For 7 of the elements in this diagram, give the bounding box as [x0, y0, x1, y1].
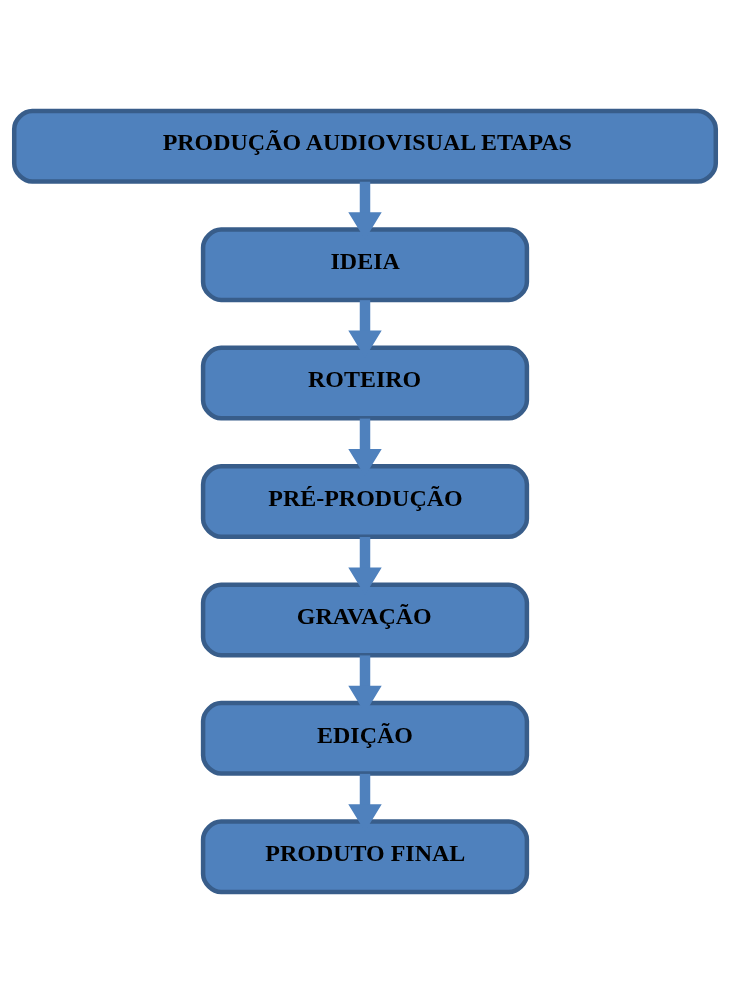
- node-box: ROTEIRO: [200, 345, 530, 421]
- node-box: IDEIA: [200, 226, 530, 302]
- node-box: EDIÇÃO: [200, 700, 530, 776]
- node-box: PRÉ-PRODUÇÃO: [200, 463, 530, 539]
- node-box: PRODUTO FINAL: [200, 818, 530, 894]
- node-box: GRAVAÇÃO: [200, 581, 530, 657]
- node-box: PRODUÇÃO AUDIOVISUAL ETAPAS: [11, 108, 719, 184]
